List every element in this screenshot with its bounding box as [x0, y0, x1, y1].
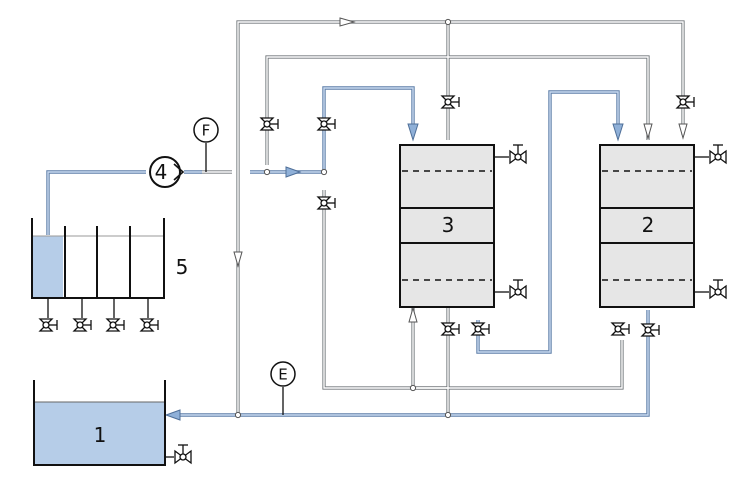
valve-icon[interactable] — [174, 444, 192, 464]
valve-icon[interactable] — [709, 279, 727, 299]
valve-icon[interactable] — [317, 117, 336, 131]
valve-icon[interactable] — [260, 117, 279, 131]
valve-icon[interactable] — [441, 95, 460, 109]
valve-icon[interactable] — [441, 322, 460, 336]
valve-icon[interactable] — [509, 279, 527, 299]
pipe-junctions — [234, 18, 651, 419]
valve-icon[interactable] — [140, 318, 159, 332]
valve-icon[interactable] — [641, 323, 660, 337]
valve-icon[interactable] — [471, 322, 490, 336]
pump-4-label: 4 — [155, 160, 168, 184]
instrument-f: F — [193, 117, 219, 172]
valve-icon[interactable] — [509, 144, 527, 164]
valve-icon[interactable] — [709, 144, 727, 164]
column-2: 2 — [599, 144, 727, 308]
valve-icon[interactable] — [611, 322, 630, 336]
column-2-label: 2 — [642, 213, 655, 237]
tank-5-label: 5 — [176, 255, 189, 279]
gray-pipes — [200, 20, 685, 415]
valve-icon[interactable] — [676, 95, 695, 109]
instrument-e-label: E — [278, 366, 287, 384]
column-3: 3 — [399, 144, 527, 308]
tank-5: 5 — [31, 218, 189, 332]
valve-icon[interactable] — [39, 318, 58, 332]
pump-4[interactable]: 4 — [149, 156, 185, 188]
instrument-e: E — [270, 361, 296, 415]
liquid-pipes — [46, 86, 650, 417]
flow-arrow-icon — [164, 17, 688, 421]
valve-icon[interactable] — [317, 196, 336, 210]
valve-icon[interactable] — [106, 318, 125, 332]
column-3-label: 3 — [442, 213, 455, 237]
valve-icon[interactable] — [73, 318, 92, 332]
tank-1-label: 1 — [94, 423, 107, 447]
tank-1: 1 — [33, 380, 192, 466]
instrument-f-label: F — [202, 122, 211, 140]
